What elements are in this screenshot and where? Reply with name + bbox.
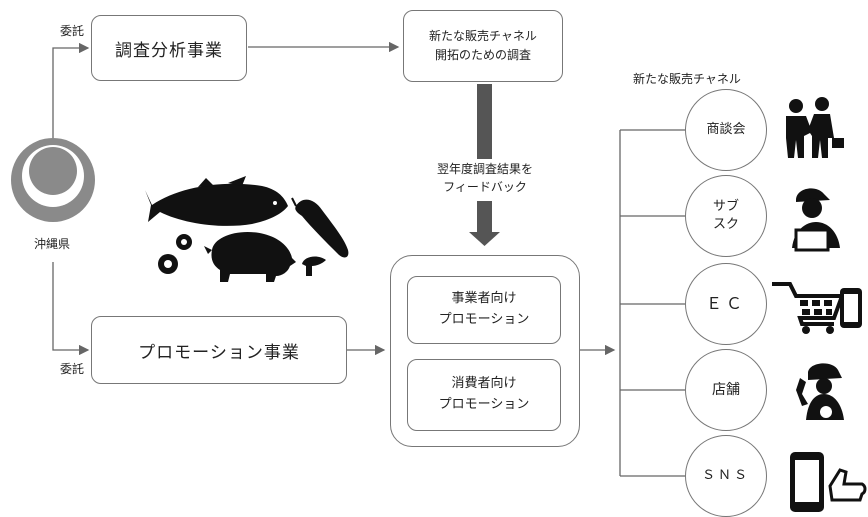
consumer-promotion-box: 消費者向け プロモーション [407, 359, 561, 431]
promotion-box: プロモーション事業 [91, 316, 347, 384]
handshake-icon [786, 97, 844, 158]
channel-subscription: サブ スク [685, 175, 767, 257]
feedback-label: 翌年度調査結果を フィードバック [436, 162, 533, 194]
channel-ec: ＥＣ [685, 263, 767, 345]
entrust-label-bottom: 委託 [60, 362, 85, 376]
cart-phone-icon [772, 282, 862, 334]
channel-trade-fair-label: 商談会 [706, 122, 746, 138]
research-box-label: 調査分析事業 [115, 40, 223, 61]
channel-store-label: 店舗 [712, 381, 740, 398]
delivery-person-icon [792, 188, 840, 252]
channel-sns: ＳＮＳ [685, 435, 767, 517]
connector-to-research [52, 42, 90, 140]
business-promotion-label: 事業者向け プロモーション [438, 291, 530, 327]
channel-ec-label: ＥＣ [705, 294, 746, 314]
survey-box-label: 新たな販売チャネル 開拓のための調査 [429, 28, 537, 62]
promotion-box-label: プロモーション事業 [138, 342, 300, 363]
research-box: 調査分析事業 [91, 15, 247, 81]
consumer-promotion-label: 消費者向け プロモーション [438, 376, 530, 412]
channels-title: 新たな販売チャネル [633, 72, 741, 86]
shop-clerk-icon [796, 363, 844, 420]
feedback-arrow-top [477, 84, 492, 159]
connector-to-promotion [52, 262, 90, 356]
smartphone-thumbs-up-icon [790, 452, 867, 512]
feedback-arrow-head [469, 232, 500, 246]
mushroom-icon [302, 256, 326, 276]
fish-icon [145, 176, 288, 226]
feedback-arrow-shaft [477, 201, 492, 233]
survey-box: 新たな販売チャネル 開拓のための調査 [403, 10, 563, 82]
pig-icon [204, 231, 296, 282]
prefecture-label: 沖縄県 [34, 237, 71, 251]
entrust-label-top: 委託 [60, 24, 85, 38]
channel-subscription-label: サブ スク [712, 199, 739, 232]
channel-store: 店舗 [685, 349, 767, 431]
bitter-melon-icon [291, 197, 349, 258]
business-promotion-box: 事業者向け プロモーション [407, 276, 561, 344]
flower-icon [158, 234, 192, 274]
channel-trade-fair: 商談会 [685, 89, 767, 171]
prefecture-logo-icon [11, 138, 95, 222]
channel-sns-label: ＳＮＳ [701, 468, 750, 484]
